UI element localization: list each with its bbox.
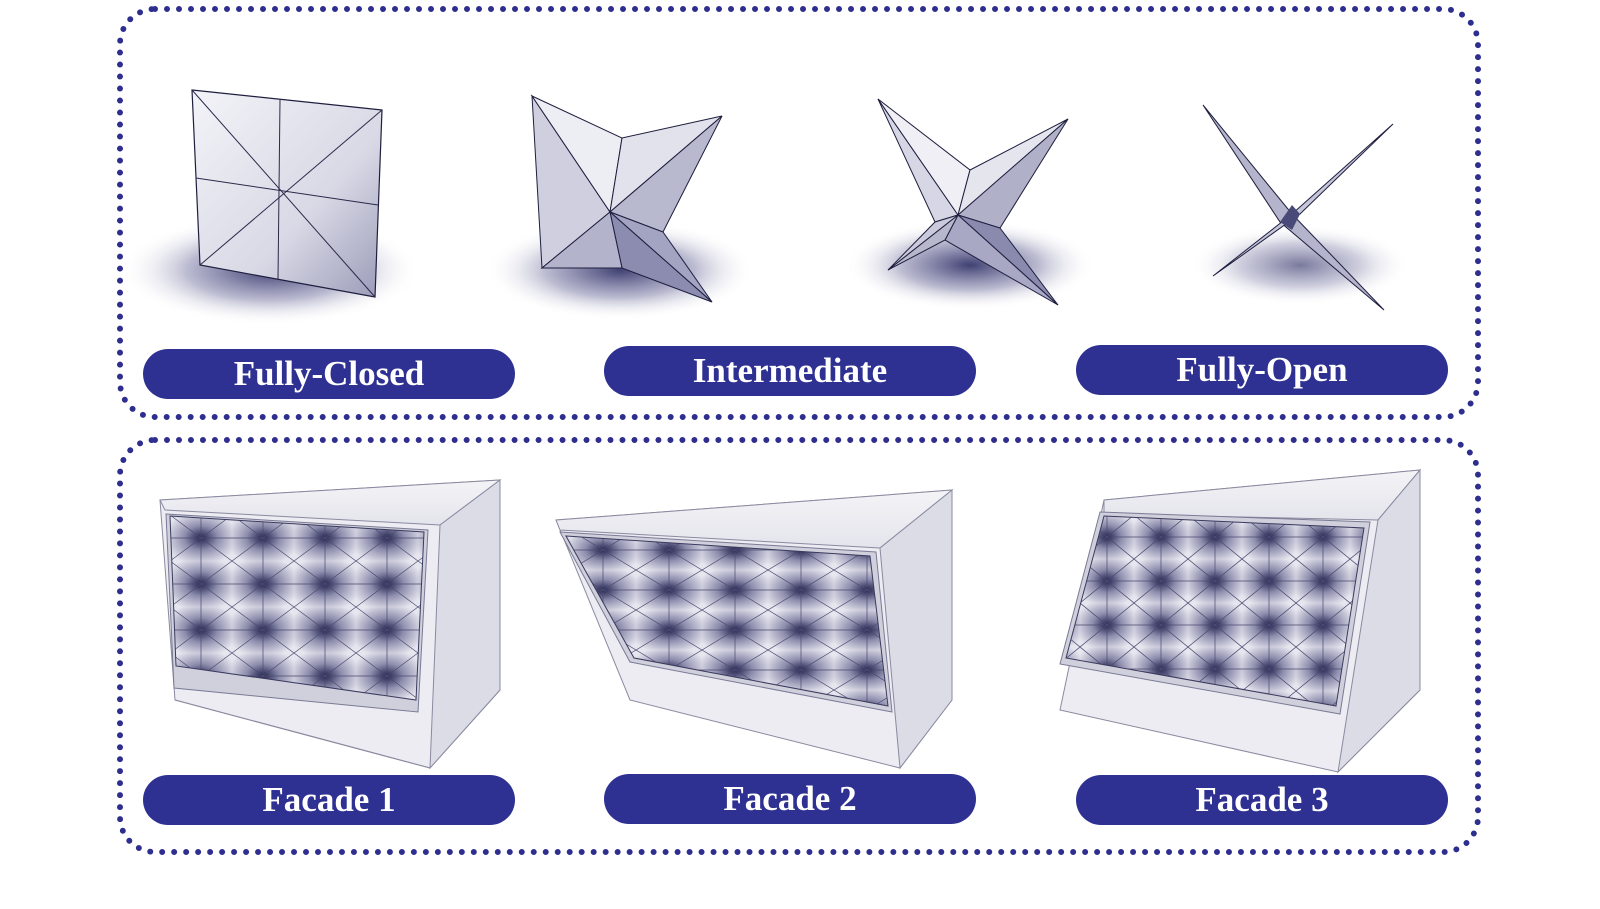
label-facade-2: Facade 2 xyxy=(604,774,976,824)
facade-1-illustration xyxy=(159,479,502,770)
label-fully-closed: Fully-Closed xyxy=(143,349,515,399)
label-intermediate: Intermediate xyxy=(604,346,976,396)
label-facade-3: Facade 3 xyxy=(1076,775,1448,825)
states-panel xyxy=(117,6,1481,420)
label-facade-1: Facade 1 xyxy=(143,775,515,825)
half-open-panel-illustration xyxy=(845,98,1095,310)
facade-3-illustration xyxy=(1059,468,1422,774)
facade-2-illustration xyxy=(555,488,954,770)
fully-open-panel-illustration xyxy=(1190,104,1410,311)
label-fully-open: Fully-Open xyxy=(1076,345,1448,395)
fully-closed-panel-illustration xyxy=(120,89,420,325)
facades-panel xyxy=(117,437,1481,855)
intermediate-panel-illustration xyxy=(485,94,755,320)
